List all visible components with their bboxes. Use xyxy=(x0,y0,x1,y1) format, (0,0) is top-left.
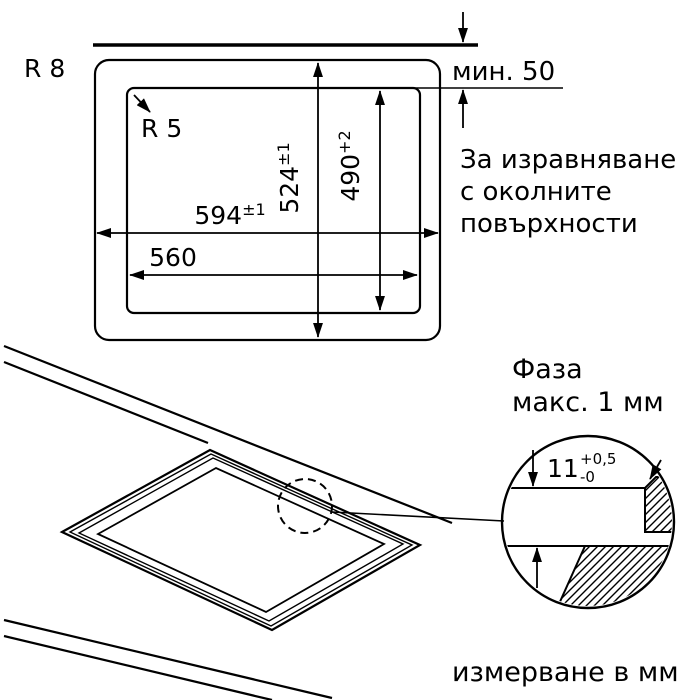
radius-inner-label: R 5 xyxy=(141,114,182,143)
dim-appliance-depth-label: 524±1 xyxy=(274,142,304,213)
hob-glass-inner-edge xyxy=(96,466,386,614)
worktop-front-edge-upper xyxy=(3,618,333,700)
worktop-upper-section xyxy=(644,476,672,533)
worktop-back-edge-upper xyxy=(3,344,453,525)
hob-frame-line-2 xyxy=(77,457,405,622)
detail-section xyxy=(504,476,672,606)
cutout-outline xyxy=(125,86,422,315)
recess-depth-tol-plus: +0,5 xyxy=(580,450,616,468)
detail-marker-circle xyxy=(277,478,333,534)
leveling-note-line1: За изравняване xyxy=(460,145,676,175)
leveling-note-line2: с околните xyxy=(460,177,612,207)
worktop-front-edge-lower xyxy=(3,634,273,700)
detail-view: 11 +0,5 -0 Фаза макс. 1 мм xyxy=(500,354,676,610)
leveling-note-line3: повърхности xyxy=(460,209,638,239)
units-note: измерване в мм xyxy=(452,657,679,688)
min-clearance-label: мин. 50 xyxy=(452,57,555,87)
dim-cutout-width-label: 560 xyxy=(149,243,197,272)
radius-inner-arrow xyxy=(133,94,151,113)
hob-outer-edge xyxy=(59,448,423,632)
worktop-lower-section xyxy=(548,545,672,606)
recess-depth-label: 11 xyxy=(547,454,579,483)
radius-outer-label: R 8 xyxy=(24,54,65,83)
plan-view: R 8 R 5 594±1 560 524±1 490+2 мин. 50 За… xyxy=(24,12,676,342)
chamfer-pointer-arrow xyxy=(649,459,662,480)
perspective-view xyxy=(3,344,505,700)
detail-leader-line xyxy=(331,511,505,522)
dim-cutout-depth-label: 490+2 xyxy=(335,130,365,201)
dim-appliance-width-label: 594±1 xyxy=(194,200,265,230)
chamfer-note-line1: Фаза xyxy=(512,354,583,385)
appliance-outline xyxy=(93,58,442,342)
detail-circle xyxy=(500,434,676,610)
hob-frame-line-1 xyxy=(68,453,414,627)
worktop-back-edge-lower xyxy=(3,360,209,445)
chamfer-note-line2: макс. 1 мм xyxy=(512,387,664,418)
recess-depth-tol-minus: -0 xyxy=(580,468,595,486)
